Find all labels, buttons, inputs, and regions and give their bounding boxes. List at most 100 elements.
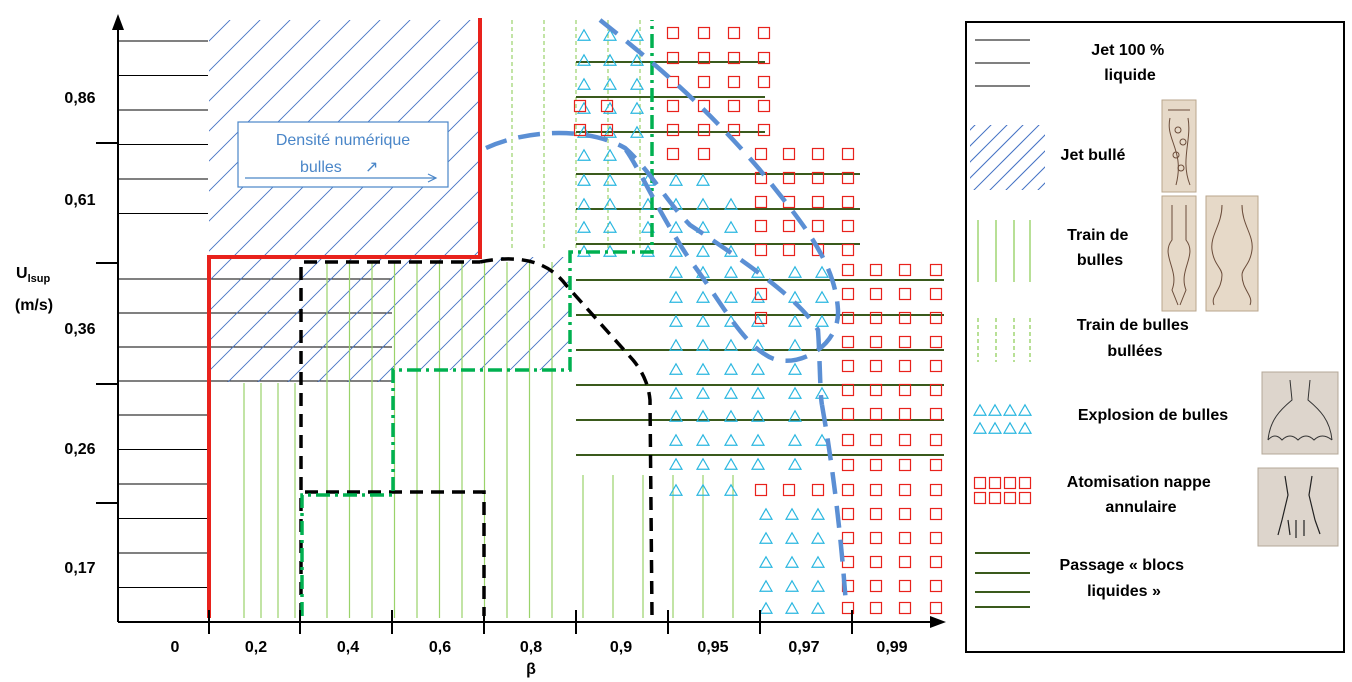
explosion-triangle-icon [723, 220, 739, 233]
legend-hatch-group [970, 125, 1045, 190]
explosion-triangle-icon [695, 362, 711, 375]
y-tick-label: 0,36 [64, 321, 95, 338]
explosion-triangle-icon [723, 362, 739, 375]
explosion-triangle-icon [695, 244, 711, 257]
explosion-triangle-icon [576, 77, 592, 90]
explosion-triangle-icon [723, 197, 739, 210]
x-tick-label: 0,8 [520, 639, 542, 656]
atomisation-square-icon [869, 335, 883, 349]
legend-square-icon [973, 491, 987, 505]
atomisation-square-icon [898, 507, 912, 521]
hatch-line [209, 20, 231, 42]
atomisation-square-icon [869, 601, 883, 615]
legend-box [965, 21, 1345, 653]
y-tick-label: 0,61 [64, 192, 95, 209]
legend-item-bubble-explosion: Explosion de bulles [1078, 407, 1228, 424]
legend-item-liquid-jet: Jet 100 % liquide [1091, 42, 1168, 84]
legend-square-icon [988, 491, 1002, 505]
explosion-triangle-icon [723, 338, 739, 351]
atomisation-square-icon [811, 483, 825, 497]
atomisation-square-icon [898, 263, 912, 277]
explosion-triangle-icon [695, 457, 711, 470]
atomisation-square-icon [666, 123, 680, 137]
atomisation-square-icon [929, 601, 943, 615]
explosion-triangle-icon [787, 314, 803, 327]
atomisation-square-icon [929, 483, 943, 497]
legend-square-icon [988, 476, 1002, 490]
liquid-jet-region [118, 40, 392, 588]
explosion-triangle-icon [810, 555, 826, 568]
atomisation-square-icon [841, 243, 855, 257]
atomisation-square-icon [929, 531, 943, 545]
explosion-triangle-icon [758, 531, 774, 544]
x-axis-label: β [526, 661, 536, 678]
y-tick-label: 0,86 [64, 90, 95, 107]
legend-hatch-line [1005, 150, 1045, 190]
bubbly-jet-sketch-image [1161, 99, 1197, 193]
atomisation-square-icon [782, 219, 796, 233]
atomisation-square-icon [869, 531, 883, 545]
explosion-triangle-icon [784, 601, 800, 614]
explosion-triangle-icon [750, 314, 766, 327]
atomisation-square-icon [757, 99, 771, 113]
legend-label: Passage « blocs [1060, 557, 1185, 574]
hatch-line [227, 257, 354, 382]
atomisation-square-icon [782, 171, 796, 185]
explosion-triangle-icon [695, 433, 711, 446]
atomisation-square-icon [697, 51, 711, 65]
atomisation-square-icon [898, 359, 912, 373]
explosion-triangle-icon [576, 28, 592, 41]
explosion-triangle-icon [787, 338, 803, 351]
legend-triangle-icon [1002, 403, 1018, 416]
legend-hatch-line [1021, 166, 1045, 190]
hatch-line [395, 257, 570, 490]
explosion-triangle-icon [695, 197, 711, 210]
atomisation-square-icon [898, 335, 912, 349]
legend-item-annular-atomisation: Atomisation nappe annulaire [1067, 474, 1215, 516]
explosion-triangle-icon [750, 290, 766, 303]
bubble-train-sketch-image-2 [1205, 195, 1259, 312]
legend-label: annulaire [1105, 499, 1176, 516]
blue-dashed-boundary-upper [485, 130, 825, 406]
explosion-triangle-icon [787, 386, 803, 399]
green-dashdot-boundary [300, 20, 654, 616]
atomisation-square-icon [757, 123, 771, 137]
atomisation-square-icon [754, 195, 768, 209]
bubble-explosion-sketch-image [1261, 371, 1339, 455]
legend-label: liquides » [1087, 583, 1161, 600]
explosion-triangle-icon [629, 53, 645, 66]
y-axis-unit: (m/s) [15, 297, 53, 314]
atomisation-square-icon [666, 51, 680, 65]
legend-label: liquide [1104, 67, 1156, 84]
explosion-triangle-icon [787, 433, 803, 446]
x-tick-label: 0,6 [429, 639, 451, 656]
explosion-triangle-icon [784, 555, 800, 568]
explosion-triangle-icon [787, 457, 803, 470]
explosion-triangle-icon [602, 220, 618, 233]
x-axis-tick-marks [208, 610, 853, 634]
explosion-triangle-icon [695, 314, 711, 327]
hatch-line [0, 0, 220, 640]
atomisation-square-icon [898, 579, 912, 593]
atomisation-square-icon [841, 171, 855, 185]
atomisation-square-icon [697, 123, 711, 137]
atomisation-square-icon [898, 311, 912, 325]
explosion-triangle-icon [750, 457, 766, 470]
legend-hatch-line [1037, 182, 1045, 190]
atomisation-square-icon [898, 555, 912, 569]
explosion-triangle-icon [750, 409, 766, 422]
annular-sheet-atomisation-region [573, 26, 943, 615]
explosion-triangle-icon [576, 101, 592, 114]
explosion-triangle-icon [814, 265, 830, 278]
atomisation-square-icon [869, 458, 883, 472]
atomisation-square-icon [811, 219, 825, 233]
atomisation-square-icon [757, 26, 771, 40]
hatch-line [0, 0, 280, 640]
legend-triangle-icon [972, 403, 988, 416]
explosion-triangle-icon [750, 362, 766, 375]
atomisation-square-icon [782, 147, 796, 161]
hatch-line [209, 20, 321, 132]
atomisation-square-icon [929, 555, 943, 569]
legend-triangle-icon [987, 403, 1003, 416]
legend-triangle-icon [1017, 421, 1033, 434]
